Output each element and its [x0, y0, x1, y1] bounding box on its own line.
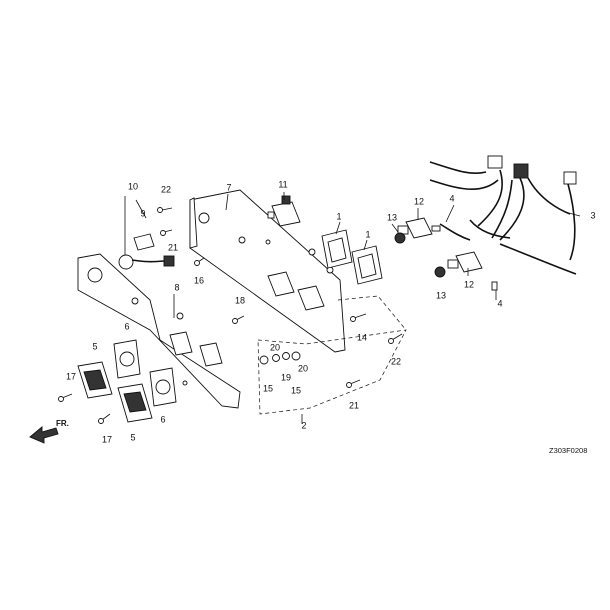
callout-1: 1: [365, 229, 370, 239]
direction-label: FR.: [56, 419, 69, 428]
callout-7: 7: [226, 182, 231, 192]
terminal-4b: [491, 281, 498, 291]
callout-5: 5: [130, 432, 135, 442]
pilot-lamp-13a: [394, 232, 406, 244]
callout-14: 14: [357, 332, 367, 342]
callout-20: 20: [298, 363, 308, 373]
circuit-breaker: [267, 195, 301, 227]
receptacle-plate-6b: [149, 367, 177, 407]
callout-4: 4: [497, 298, 502, 308]
receptacle-5b: [117, 383, 153, 423]
engine-switch: [118, 233, 175, 270]
terminal-4a: [431, 225, 441, 232]
receptacle-plate-6a: [113, 339, 141, 379]
gasket-1b: [351, 245, 383, 285]
callout-labels: 1 1 2 3 4 4 5 5 6 6 7 8 9 10 11 12 12 13…: [66, 179, 596, 444]
fasteners: [58, 207, 403, 424]
figure-reference-code: Z303F0208: [549, 446, 587, 455]
control-panel-rear: [189, 189, 346, 353]
callout-22: 22: [391, 356, 401, 366]
callout-15: 15: [263, 383, 273, 393]
callout-16: 16: [194, 275, 204, 285]
callout-12: 12: [414, 196, 424, 206]
callout-21: 21: [349, 400, 359, 410]
pilot-lamp-13b: [434, 266, 446, 278]
callout-9: 9: [140, 208, 145, 218]
front-direction-arrow: FR.: [29, 419, 69, 444]
assembly-outline-2: [257, 295, 407, 415]
callout-8: 8: [174, 282, 179, 292]
callout-17: 17: [102, 434, 112, 444]
control-panel-front: [77, 253, 241, 409]
callout-6: 6: [160, 414, 165, 424]
callout-18: 18: [235, 295, 245, 305]
switch-12b: [447, 251, 483, 273]
callout-5: 5: [92, 341, 97, 351]
callout-20: 20: [270, 342, 280, 352]
callout-11: 11: [278, 179, 287, 189]
callout-15: 15: [291, 385, 301, 395]
callout-19: 19: [281, 372, 291, 382]
wiring-harness: [429, 155, 577, 275]
callout-4: 4: [449, 193, 454, 203]
callout-3: 3: [590, 210, 595, 220]
callout-13: 13: [436, 290, 446, 300]
callout-12: 12: [464, 279, 474, 289]
callout-2: 2: [301, 420, 306, 430]
callout-1: 1: [336, 211, 341, 221]
nut-set: [259, 351, 301, 365]
callout-6: 6: [124, 321, 129, 331]
callout-17: 17: [66, 371, 76, 381]
leader-lines: [124, 192, 581, 424]
receptacle-5a: [77, 361, 113, 399]
callout-21: 21: [168, 242, 178, 252]
gasket-1a: [321, 229, 353, 269]
callout-13: 13: [387, 212, 397, 222]
callout-10: 10: [128, 181, 138, 191]
callout-22: 22: [161, 184, 171, 194]
